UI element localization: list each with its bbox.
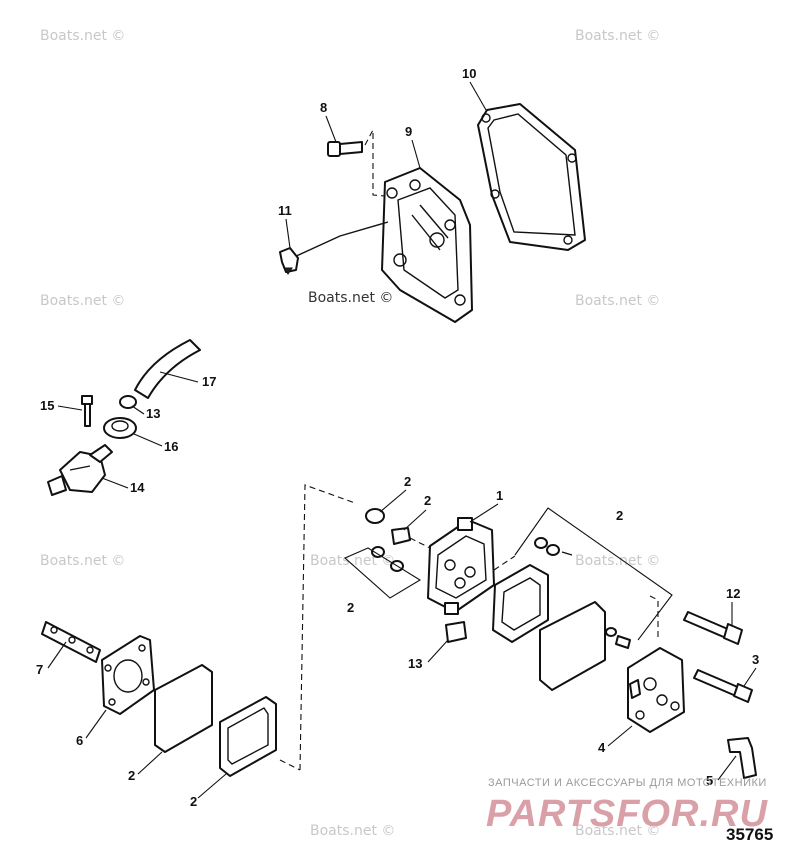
callout-2-a: 2 <box>404 474 411 489</box>
part-grommet-16 <box>103 417 137 439</box>
part-gasket-10 <box>477 103 586 251</box>
callout-13-upper: 13 <box>146 406 160 421</box>
callout-4: 4 <box>598 740 606 755</box>
part-fitting-14 <box>47 444 113 496</box>
callout-3: 3 <box>752 652 759 667</box>
part-spring-2 <box>605 627 631 649</box>
callout-11: 11 <box>278 203 292 218</box>
callout-8: 8 <box>320 100 327 115</box>
watermark-text: Boats.net © <box>310 823 395 839</box>
callout-2-f: 2 <box>190 794 197 809</box>
figure-number: 35765 <box>726 825 773 844</box>
part-bracket-7 <box>41 621 101 663</box>
callout-13-lower: 13 <box>408 656 422 671</box>
part-diaphragm-2 <box>539 601 606 691</box>
callout-2-d: 2 <box>347 600 354 615</box>
callout-10: 10 <box>462 66 476 81</box>
part-bolt-12 <box>649 595 743 645</box>
part-hose-17 <box>134 339 201 399</box>
part-gasket-2-mid <box>492 564 549 643</box>
part-gasket-2-lower-mid <box>219 696 277 777</box>
part-bolt-15 <box>81 395 93 427</box>
callout-12: 12 <box>726 586 740 601</box>
watermark-text: Boats.net © <box>575 28 660 44</box>
callout-9: 9 <box>405 124 412 139</box>
part-fitting-13-lower <box>445 621 467 643</box>
shop-banner: ЗАПЧАСТИ И АКСЕССУАРЫ ДЛЯ МОТОТЕХНИКИ PA… <box>486 777 768 835</box>
part-cover-4 <box>627 647 685 733</box>
part-gasket-2-lower-left <box>154 664 213 753</box>
watermark-text: Boats.net © <box>308 290 393 306</box>
watermark-text: Boats.net © <box>575 293 660 309</box>
watermarks: Boats.net © Boats.net © Boats.net © Boat… <box>40 28 660 839</box>
part-screw-8 <box>327 129 386 197</box>
callout-17: 17 <box>202 374 216 389</box>
part-pump-body-1 <box>427 517 495 615</box>
watermark-text: Boats.net © <box>310 553 395 569</box>
shop-subtitle: ЗАПЧАСТИ И АКСЕССУАРЫ ДЛЯ МОТОТЕХНИКИ <box>488 777 767 789</box>
callout-14: 14 <box>130 480 145 495</box>
part-adapter-6 <box>101 635 155 715</box>
callout-2-e: 2 <box>128 768 135 783</box>
part-wire-11 <box>279 221 389 275</box>
assembly-lines <box>279 484 516 771</box>
callout-2-c: 2 <box>616 508 623 523</box>
part-clamp-13-upper <box>119 395 137 409</box>
watermark-text: Boats.net © <box>40 28 125 44</box>
callout-6: 6 <box>76 733 83 748</box>
part-valve-group-2-left <box>343 508 422 599</box>
part-elbow-fitting-5 <box>727 737 757 779</box>
callout-7: 7 <box>36 662 43 677</box>
watermark-text: Boats.net © <box>575 823 660 839</box>
watermark-text: Boats.net © <box>40 553 125 569</box>
callout-16: 16 <box>164 439 178 454</box>
callout-5: 5 <box>706 773 713 788</box>
part-cover-plate-9 <box>381 167 473 323</box>
part-screw-3 <box>693 669 753 703</box>
callout-15: 15 <box>40 398 54 413</box>
part-washers-2-right <box>514 507 673 641</box>
watermark-text: Boats.net © <box>575 553 660 569</box>
callout-2-b: 2 <box>424 493 431 508</box>
shop-brand-logo: PARTSFOR.RU <box>486 793 768 835</box>
callout-1: 1 <box>496 488 503 503</box>
callouts: 10 8 9 11 17 15 13 16 14 2 2 1 2 2 12 3 … <box>36 66 759 809</box>
watermark-text: Boats.net © <box>40 293 125 309</box>
